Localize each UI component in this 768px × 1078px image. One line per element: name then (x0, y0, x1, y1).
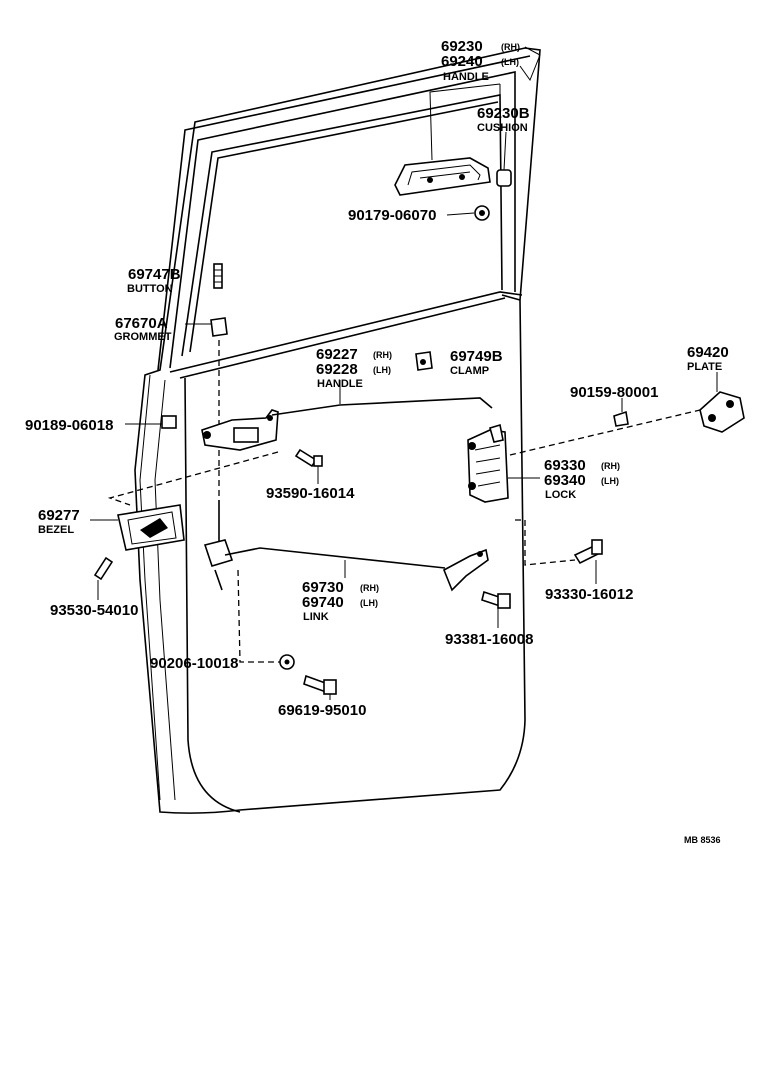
link-rh-suffix: (RH) (360, 583, 379, 593)
bezel-name: BEZEL (38, 524, 74, 536)
handle-outer-rh-suffix: (RH) (501, 42, 520, 52)
bezel-part (117, 504, 185, 551)
screw-plate-part (613, 410, 629, 427)
clamp-name: CLAMP (450, 365, 489, 377)
handle-outer-name: HANDLE (443, 71, 489, 83)
inner-handle-part (201, 409, 279, 451)
screw-link-number: 93381-16008 (445, 631, 533, 648)
lock-name: LOCK (545, 489, 576, 501)
screw-plate-number: 90159-80001 (570, 384, 658, 401)
screw-handle-number: 93590-16014 (266, 485, 355, 502)
clip-part (161, 415, 177, 429)
handle-inner-rh-number: 69227 (316, 346, 358, 363)
link-rod-part (203, 500, 446, 591)
handle-inner-rh-suffix: (RH) (373, 350, 392, 360)
screw-lock-number: 93330-16012 (545, 586, 633, 603)
reference-code: MB 8536 (684, 835, 721, 845)
link-rh-number: 69730 (302, 579, 344, 596)
clamp-part (415, 351, 433, 371)
button-part (213, 263, 223, 289)
plate-part (699, 391, 745, 433)
grommet-part (210, 317, 228, 337)
button-number: 69747B (128, 266, 181, 283)
lock-rh-number: 69330 (544, 457, 586, 474)
washer-number: 90206-10018 (150, 655, 238, 672)
door-panel (134, 47, 541, 814)
nut-outer-part (474, 205, 490, 221)
screw-bezel-part (93, 556, 114, 581)
handle-outer-lh-number: 69240 (441, 53, 483, 70)
link-lh-suffix: (LH) (360, 598, 378, 608)
cushion-number: 69230B (477, 105, 530, 122)
nut-outer-number: 90179-06070 (348, 207, 436, 224)
washer-part (279, 654, 295, 670)
plate-name: PLATE (687, 361, 722, 373)
link-bracket-part (442, 548, 489, 592)
plate-number: 69420 (687, 344, 729, 361)
handle-inner-lh-suffix: (LH) (373, 365, 391, 375)
lock-lh-number: 69340 (544, 472, 586, 489)
cushion-part (496, 169, 512, 187)
screw-handle-part (294, 448, 323, 468)
handle-outer-rh-number: 69230 (441, 38, 483, 55)
handle-inner-lh-number: 69228 (316, 361, 358, 378)
handle-inner-name: HANDLE (317, 378, 363, 390)
link-name: LINK (303, 611, 329, 623)
outer-handle (394, 157, 491, 196)
button-name: BUTTON (127, 283, 173, 295)
lock-rh-suffix: (RH) (601, 461, 620, 471)
lock-lh-suffix: (LH) (601, 476, 619, 486)
bolt-part (303, 674, 337, 695)
clamp-number: 69749B (450, 348, 503, 365)
handle-outer-lh-suffix: (LH) (501, 57, 519, 67)
grommet-number: 67670A (115, 315, 168, 332)
grommet-name: GROMMET (114, 331, 172, 343)
screw-link-part (481, 590, 511, 609)
lock-part (467, 423, 509, 503)
clip-number: 90189-06018 (25, 417, 113, 434)
bezel-number: 69277 (38, 507, 80, 524)
link-lh-number: 69740 (302, 594, 344, 611)
bolt-number: 69619-95010 (278, 702, 366, 719)
screw-bezel-number: 93530-54010 (50, 602, 138, 619)
screw-lock-part (573, 539, 603, 565)
cushion-name: CUSHION (477, 122, 528, 134)
